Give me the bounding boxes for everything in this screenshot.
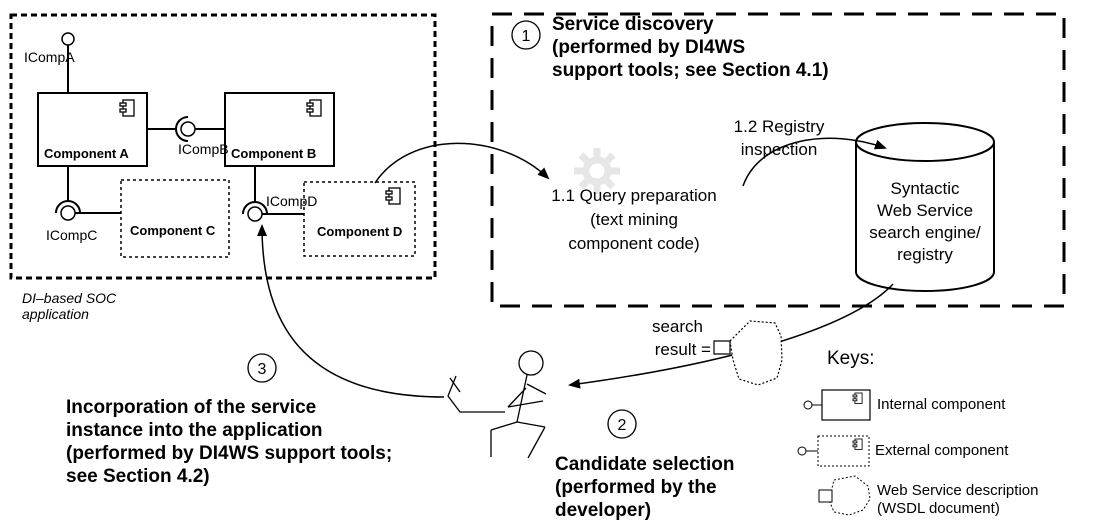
component-c: Component C — [120, 179, 230, 258]
developer-figure-icon — [447, 350, 547, 459]
soc-app-caption-line1: DI–based SOC — [22, 290, 117, 306]
search-result-line2: result = — [655, 340, 711, 359]
registry-label-line4: registry — [897, 245, 953, 264]
component-d: Component D — [303, 181, 416, 257]
legend-wsdl-line2: (WSDL document) — [877, 500, 1000, 517]
icompc-connection — [55, 166, 121, 221]
arrow-query-to-registry — [742, 137, 887, 187]
wsdl-document-icon — [713, 320, 783, 386]
legend-wsdl-line1: Web Service description — [877, 482, 1038, 499]
step-2-line3: developer) — [555, 500, 651, 521]
query-preparation-line1: 1.1 Query preparation — [551, 186, 716, 205]
registry-label-line1: Syntactic — [891, 179, 960, 198]
svg-text:1: 1 — [522, 28, 531, 45]
step-3-line3: (performed by DI4WS support tools; — [66, 443, 392, 464]
icompd-label: ICompD — [266, 193, 317, 209]
step-1-title-line1: Service discovery — [552, 14, 714, 35]
component-d-label: Component D — [317, 224, 402, 239]
keys-title: Keys: — [827, 348, 875, 369]
legend-external-component — [797, 435, 870, 467]
step-3-line2: instance into the application — [66, 420, 323, 441]
registry-database-icon — [855, 122, 995, 292]
step-3-marker: 3 — [247, 353, 277, 383]
soc-application-boundary — [9, 13, 437, 280]
step-1-marker: 1 — [511, 20, 541, 50]
registry-inspection-line2: inspection — [741, 140, 818, 159]
service-discovery-boundary — [490, 12, 1066, 308]
component-b: Component B — [224, 92, 335, 167]
icompb-label: ICompB — [178, 141, 229, 157]
component-a-label: Component A — [44, 146, 129, 161]
step-1-title-line3: support tools; see Section 4.1) — [552, 60, 829, 81]
icompa-interface — [61, 32, 75, 93]
icompb-connection — [147, 116, 225, 142]
search-result-line1: search — [652, 317, 703, 336]
step-1-title-line2: (performed by DI4WS — [552, 37, 745, 58]
step-2-line1: Candidate selection — [555, 454, 735, 475]
component-c-label: Component C — [130, 223, 216, 238]
query-preparation-line3: component code) — [568, 234, 699, 253]
soc-app-caption-line2: application — [22, 306, 89, 322]
svg-text:3: 3 — [258, 361, 267, 378]
step-3-line1: Incorporation of the service — [66, 397, 316, 418]
registry-label-line3: search engine/ — [869, 223, 981, 242]
step-3-line4: see Section 4.2) — [66, 466, 210, 487]
legend-internal-component — [803, 389, 871, 421]
registry-label-line2: Web Service — [877, 201, 973, 220]
arrow-app-to-query — [374, 142, 550, 184]
step-2-line2: (performed by the — [555, 477, 717, 498]
gear-icon — [574, 148, 620, 194]
arrow-registry-to-developer — [568, 283, 894, 389]
component-a: Component A — [37, 92, 148, 167]
query-preparation-line2: (text mining — [590, 210, 678, 229]
icompc-label: ICompC — [46, 227, 97, 243]
legend-external-label: External component — [875, 442, 1009, 459]
icompa-label: ICompA — [24, 49, 75, 65]
icompd-connection — [242, 166, 304, 222]
arrow-developer-to-app — [257, 224, 445, 398]
svg-text:2: 2 — [618, 417, 627, 434]
step-2-marker: 2 — [607, 409, 637, 439]
legend-wsdl-icon — [818, 475, 871, 516]
legend-internal-label: Internal component — [877, 396, 1006, 413]
registry-inspection-line1: 1.2 Registry — [734, 117, 825, 136]
component-b-label: Component B — [231, 146, 316, 161]
